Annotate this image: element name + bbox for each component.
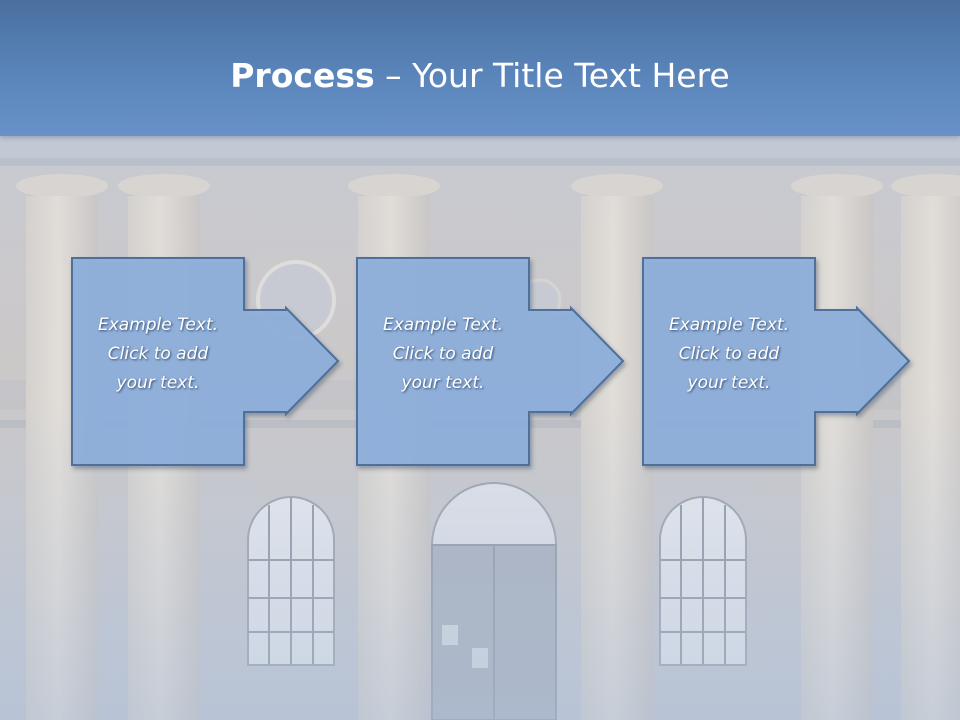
step-1-line-2: Click to add: [107, 344, 209, 364]
step-3-line-3: your text.: [687, 373, 771, 393]
process-step-3-arrow-shape[interactable]: [642, 257, 911, 466]
slide-title[interactable]: Process – Your Title Text Here: [0, 54, 960, 98]
title-bold-word: Process: [230, 56, 375, 95]
step-3-line-1: Example Text.: [668, 315, 790, 335]
title-text: – Your Title Text Here: [374, 56, 730, 95]
step-2-line-2: Click to add: [392, 344, 494, 364]
process-step-1-arrow-shape[interactable]: [71, 257, 340, 466]
step-3-line-2: Click to add: [678, 344, 780, 364]
process-step-2-text[interactable]: Example Text. Click to add your text.: [357, 311, 529, 398]
process-step-1-text[interactable]: Example Text. Click to add your text.: [72, 311, 244, 398]
step-1-line-3: your text.: [116, 373, 200, 393]
title-bar: [0, 0, 960, 136]
step-2-line-1: Example Text.: [382, 315, 504, 335]
step-1-line-1: Example Text.: [97, 315, 219, 335]
process-step-3-text[interactable]: Example Text. Click to add your text.: [643, 311, 815, 398]
process-step-2-arrow-shape[interactable]: [356, 257, 625, 466]
step-2-line-3: your text.: [401, 373, 485, 393]
